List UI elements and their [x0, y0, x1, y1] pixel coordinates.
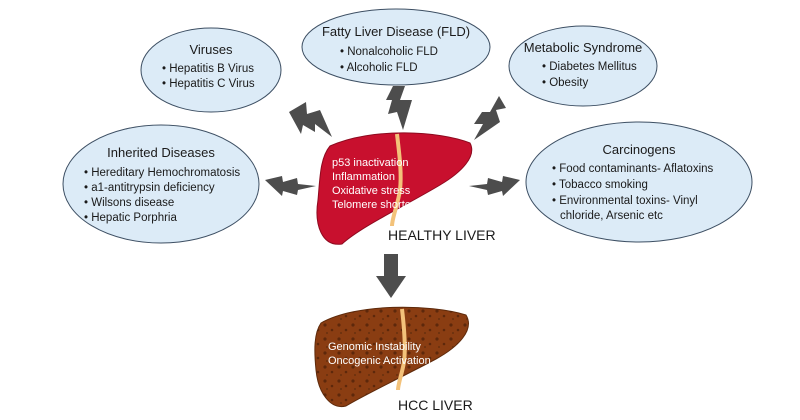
hcc-liver: Genomic Instability Oncogenic Activation… — [314, 306, 473, 413]
bubble-item: • a1-antitrypsin deficiency — [84, 182, 215, 194]
bubble-item: • Hepatic Porphria — [84, 212, 177, 224]
bubble-title: Fatty Liver Disease (FLD) — [322, 24, 470, 39]
hcc-liver-caption: HCC LIVER — [398, 397, 473, 413]
bubble-item: • Hepatitis C Virus — [162, 78, 255, 90]
healthy-liver: p53 inactivation Inflammation Oxidative … — [316, 132, 496, 245]
bubble-fatty-liver-disease: Fatty Liver Disease (FLD) • Nonalcoholic… — [301, 8, 491, 86]
transition-arrow — [376, 254, 406, 298]
bubble-item: chloride, Arsenic etc — [560, 210, 663, 222]
lightning-arrow-fld — [386, 86, 412, 130]
bubble-viruses: Viruses • Hepatitis B Virus • Hepatitis … — [140, 27, 282, 113]
lightning-arrow-inherited — [265, 176, 316, 196]
bubble-item: • Nonalcoholic FLD — [340, 46, 438, 58]
bubble-item: • Wilsons disease — [84, 197, 174, 209]
bubble-title: Viruses — [189, 42, 233, 57]
liver-factor: Telomere shortening — [332, 199, 432, 211]
bubble-item: • Environmental toxins- Vinyl — [552, 195, 698, 207]
bubble-title: Carcinogens — [603, 142, 676, 157]
bubble-title: Metabolic Syndrome — [524, 40, 643, 55]
liver-factor: p53 inactivation — [332, 157, 408, 169]
lightning-arrow-viruses — [289, 102, 332, 137]
liver-factor: Inflammation — [332, 171, 395, 183]
bubble-item: • Hepatitis B Virus — [162, 63, 254, 75]
hcc-factor: Oncogenic Activation — [328, 355, 431, 367]
bubble-title: Inherited Diseases — [107, 145, 215, 160]
hcc-factor: Genomic Instability — [328, 341, 421, 353]
lightning-arrow-carcinogens — [469, 176, 520, 196]
bubble-item: • Diabetes Mellitus — [542, 61, 637, 73]
bubble-carcinogens: Carcinogens • Food contaminants- Aflatox… — [525, 121, 753, 243]
bubble-item: • Hereditary Hemochromatosis — [84, 167, 240, 179]
bubble-item: • Obesity — [542, 77, 588, 89]
bubble-item: • Food contaminants- Aflatoxins — [552, 163, 714, 175]
lightning-arrow-metabolic — [474, 96, 506, 140]
bubble-metabolic-syndrome: Metabolic Syndrome • Diabetes Mellitus •… — [508, 25, 658, 107]
bubble-item: • Tobacco smoking — [552, 179, 648, 191]
bubble-item: • Alcoholic FLD — [340, 62, 418, 74]
lightning-arrows — [265, 86, 520, 196]
healthy-liver-caption: HEALTHY LIVER — [388, 227, 496, 243]
liver-factor: Oxidative stress — [332, 185, 411, 197]
bubble-inherited-diseases: Inherited Diseases • Hereditary Hemochro… — [62, 124, 260, 244]
